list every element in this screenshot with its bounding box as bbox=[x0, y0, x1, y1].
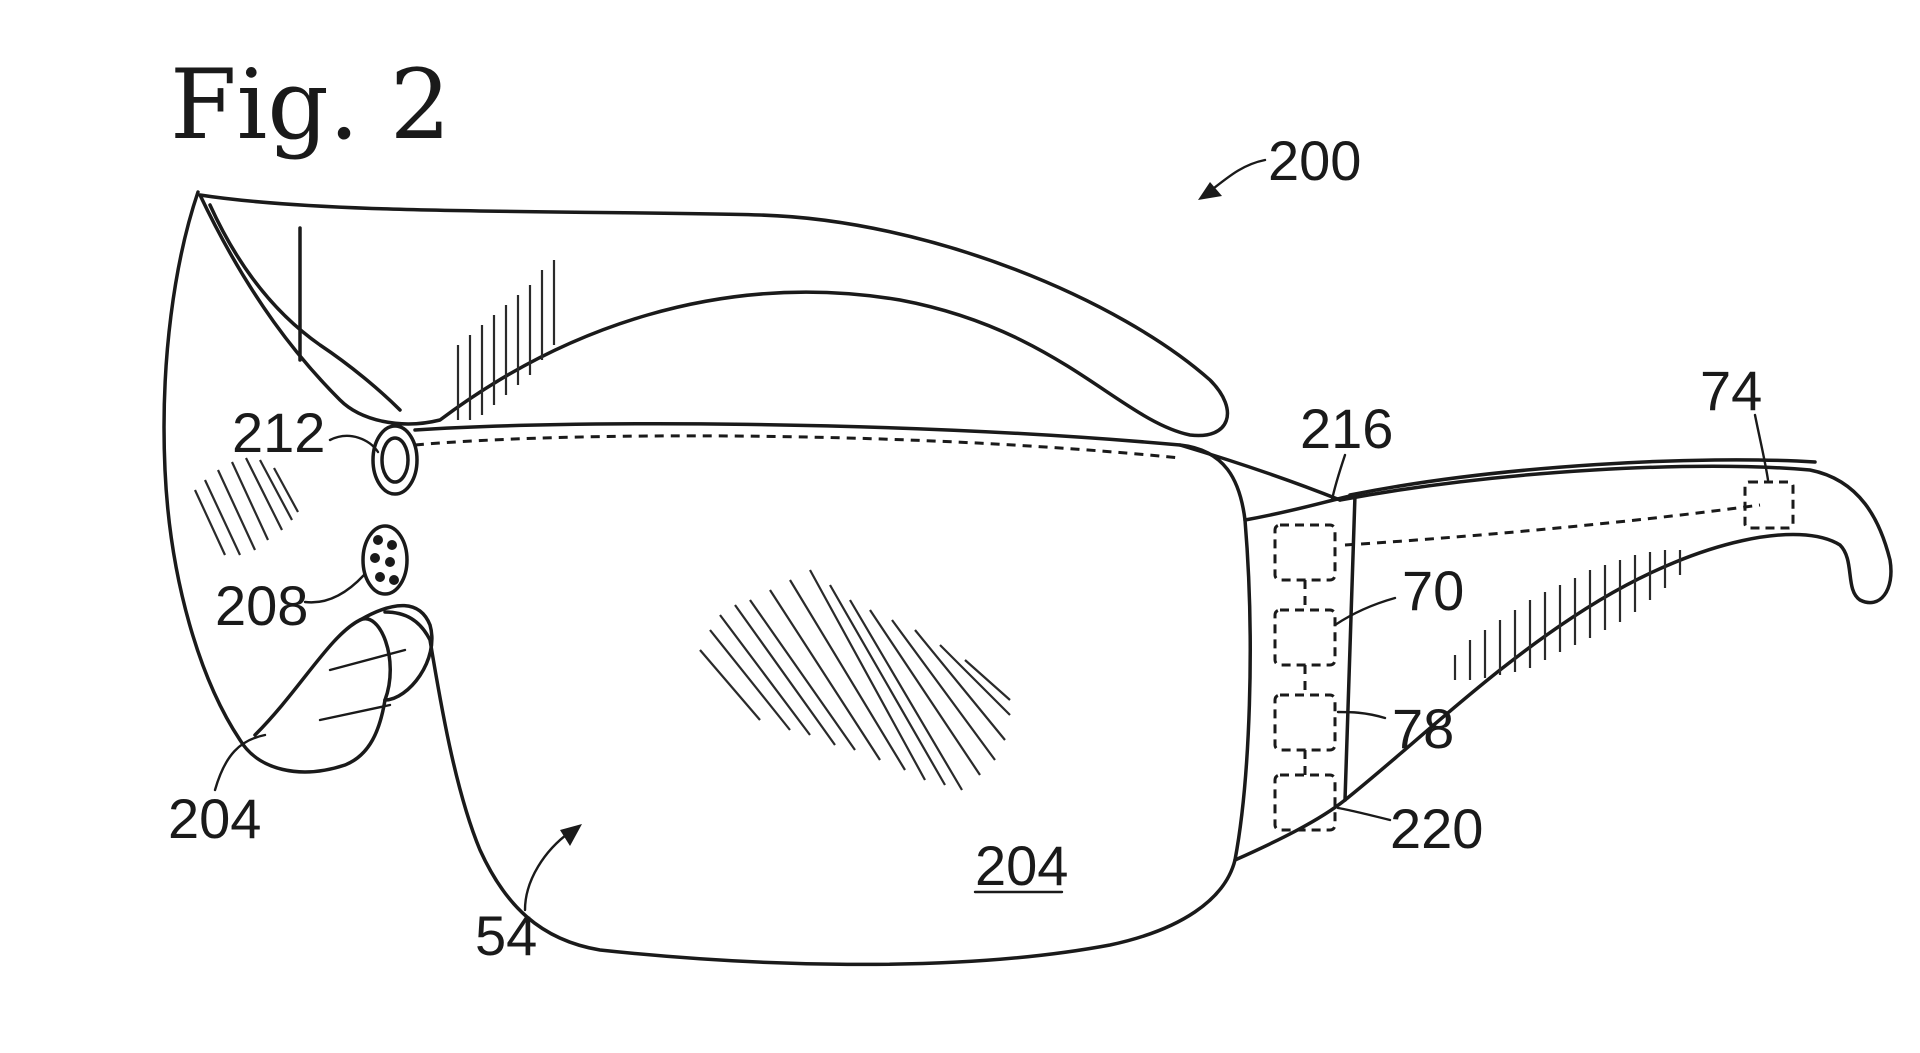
label-74: 74 bbox=[1700, 359, 1762, 422]
hatch-brow bbox=[456, 260, 556, 420]
hatch-side-lens bbox=[194, 457, 299, 556]
label-208: 208 bbox=[215, 574, 308, 637]
label-54: 54 bbox=[475, 904, 537, 967]
glasses-drawing bbox=[162, 190, 1893, 967]
label-212: 212 bbox=[232, 401, 325, 464]
label-70: 70 bbox=[1402, 559, 1464, 622]
label-216: 216 bbox=[1300, 397, 1393, 460]
label-78: 78 bbox=[1392, 697, 1454, 760]
label-204-center: 204 bbox=[975, 834, 1068, 897]
leader-lines bbox=[213, 158, 1770, 912]
label-220: 220 bbox=[1390, 797, 1483, 860]
microphone-grille bbox=[370, 535, 399, 585]
hatch-main-lens bbox=[699, 569, 1011, 791]
figure-title: Fig. 2 bbox=[170, 49, 451, 161]
label-204-side: 204 bbox=[168, 787, 261, 850]
label-200: 200 bbox=[1268, 129, 1361, 192]
hatch-temple bbox=[1453, 550, 1682, 680]
